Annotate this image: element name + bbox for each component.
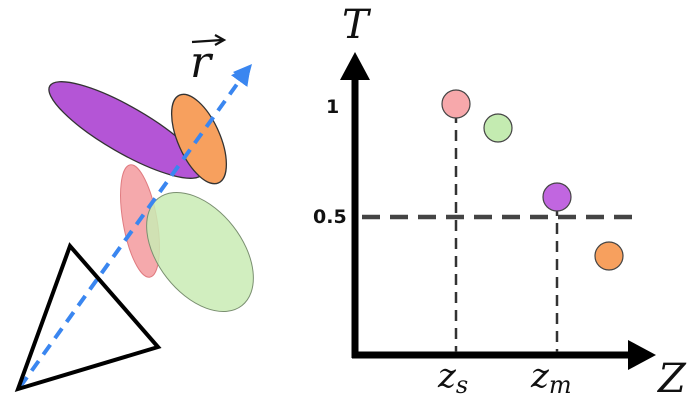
vector-arrow-icon bbox=[191, 38, 223, 44]
x-axis-label: Z bbox=[656, 356, 687, 402]
zs-subscript: s bbox=[456, 371, 468, 399]
x-marker-zs: zs bbox=[437, 356, 468, 399]
point-orange bbox=[594, 241, 624, 271]
ray-label-text: r bbox=[190, 37, 214, 88]
transmittance-plot: T Z 1 0.5 zs zm bbox=[313, 2, 687, 402]
ray-label: r bbox=[190, 34, 227, 88]
view-ray bbox=[18, 64, 251, 389]
scene-panel: r bbox=[14, 34, 254, 393]
y-axis-arrowhead bbox=[340, 52, 370, 80]
y-tick-label-1: 1 bbox=[326, 96, 339, 118]
svg-text:zm: zm bbox=[530, 356, 572, 399]
point-green bbox=[483, 113, 513, 143]
camera-frustum bbox=[14, 242, 162, 393]
x-axis-arrowhead bbox=[628, 340, 656, 370]
gaussian-green bbox=[146, 192, 254, 312]
zm-subscript: m bbox=[549, 371, 572, 399]
point-purple bbox=[542, 182, 572, 212]
y-tick-label-0-5: 0.5 bbox=[313, 206, 347, 228]
y-axis-label: T bbox=[342, 2, 372, 48]
zs-base: z bbox=[437, 356, 457, 396]
zm-base: z bbox=[530, 356, 550, 396]
ray-arrowhead bbox=[233, 64, 252, 83]
svg-text:zs: zs bbox=[437, 356, 468, 399]
point-pink bbox=[441, 89, 471, 119]
x-marker-zm: zm bbox=[530, 356, 572, 399]
